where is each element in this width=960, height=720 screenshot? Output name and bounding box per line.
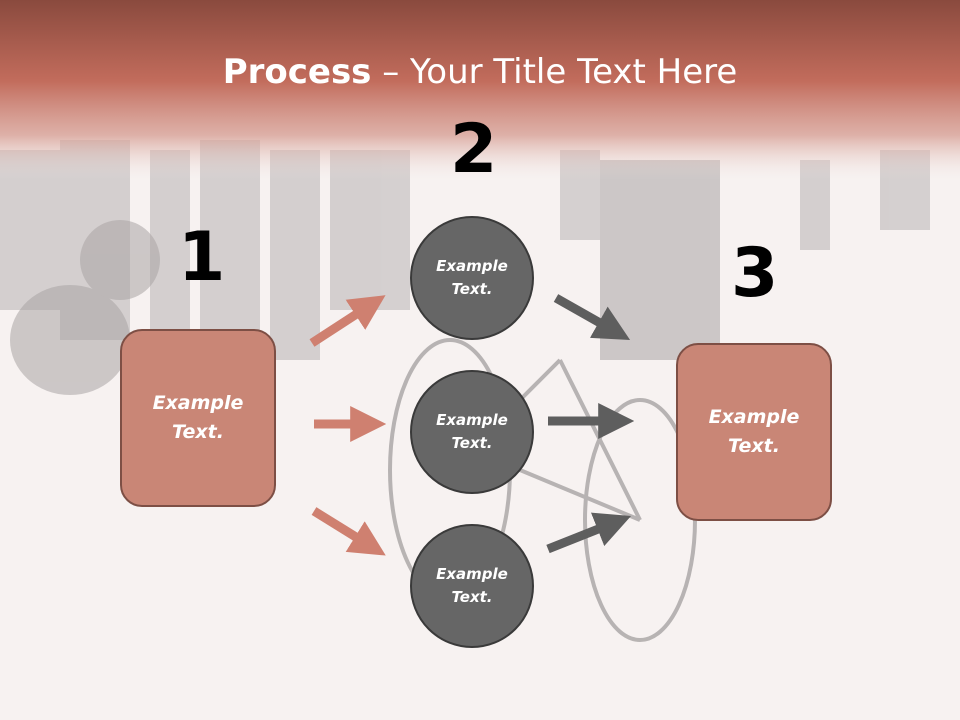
left-box-text: Example Text.	[152, 392, 244, 443]
right-box-text: Example Text.	[708, 406, 800, 457]
circle-top[interactable]: Example Text.	[410, 216, 534, 340]
right-box[interactable]: Example Text.	[676, 343, 832, 521]
circle-middle-text: Example Text.	[436, 411, 508, 452]
left-box[interactable]: Example Text.	[120, 329, 276, 507]
step-number-3: 3	[731, 234, 779, 313]
title-bold: Process	[222, 52, 372, 92]
step-number-2: 2	[450, 110, 498, 189]
title-rest: – Your Title Text Here	[371, 52, 738, 92]
slide-title: Process – Your Title Text Here	[0, 52, 960, 92]
circle-middle[interactable]: Example Text.	[410, 370, 534, 494]
circle-top-text: Example Text.	[436, 257, 508, 298]
circle-bottom[interactable]: Example Text.	[410, 524, 534, 648]
step-number-1: 1	[178, 218, 226, 297]
circle-bottom-text: Example Text.	[436, 565, 508, 606]
